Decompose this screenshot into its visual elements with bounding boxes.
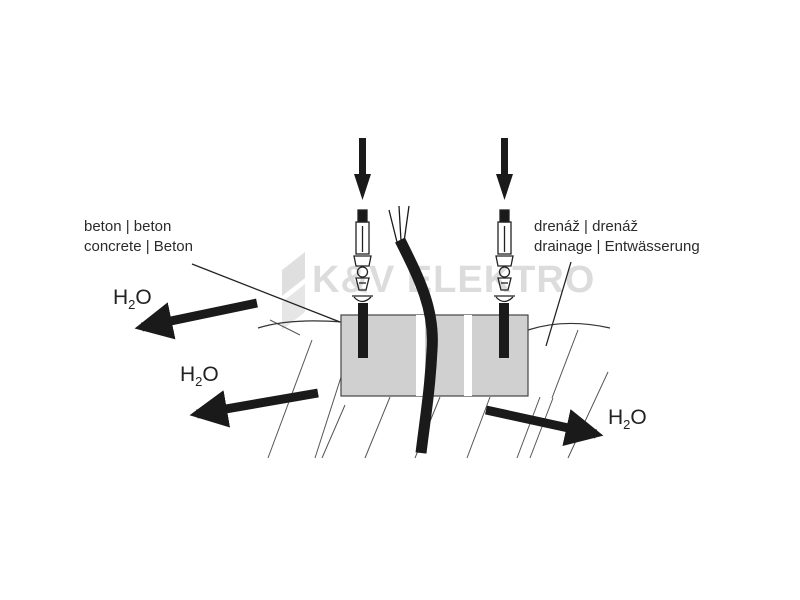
concrete-label-line2: concrete | Beton	[84, 238, 193, 255]
h2o-label-mid-left: H2O	[180, 363, 219, 389]
rod-clamp-left	[352, 209, 373, 303]
water-arrow-mid-left	[189, 388, 319, 428]
concrete-leader-line	[191, 263, 341, 323]
water-arrow-right	[485, 405, 604, 447]
h2o-label-top-left: H2O	[113, 286, 152, 312]
concrete-label-line1: beton | beton	[84, 218, 171, 235]
water-arrow-top-left	[134, 298, 258, 340]
cable	[388, 205, 438, 454]
drive-arrow-left	[354, 138, 371, 200]
watermark-text: K&V ELEKTRO	[312, 259, 595, 301]
h2o-label-right: H2O	[608, 406, 647, 432]
ground-surface	[257, 320, 611, 331]
drainage-label-line1: drenáž | drenáž	[534, 218, 638, 235]
drainage-leader-line	[545, 261, 572, 347]
rod-left	[358, 303, 368, 358]
drainage-label-line2: drainage | Entwässerung	[534, 238, 700, 255]
drive-arrow-right	[496, 138, 513, 200]
rod-clamp-right	[494, 209, 515, 303]
rod-right	[499, 303, 509, 358]
cable-strands	[388, 205, 410, 243]
